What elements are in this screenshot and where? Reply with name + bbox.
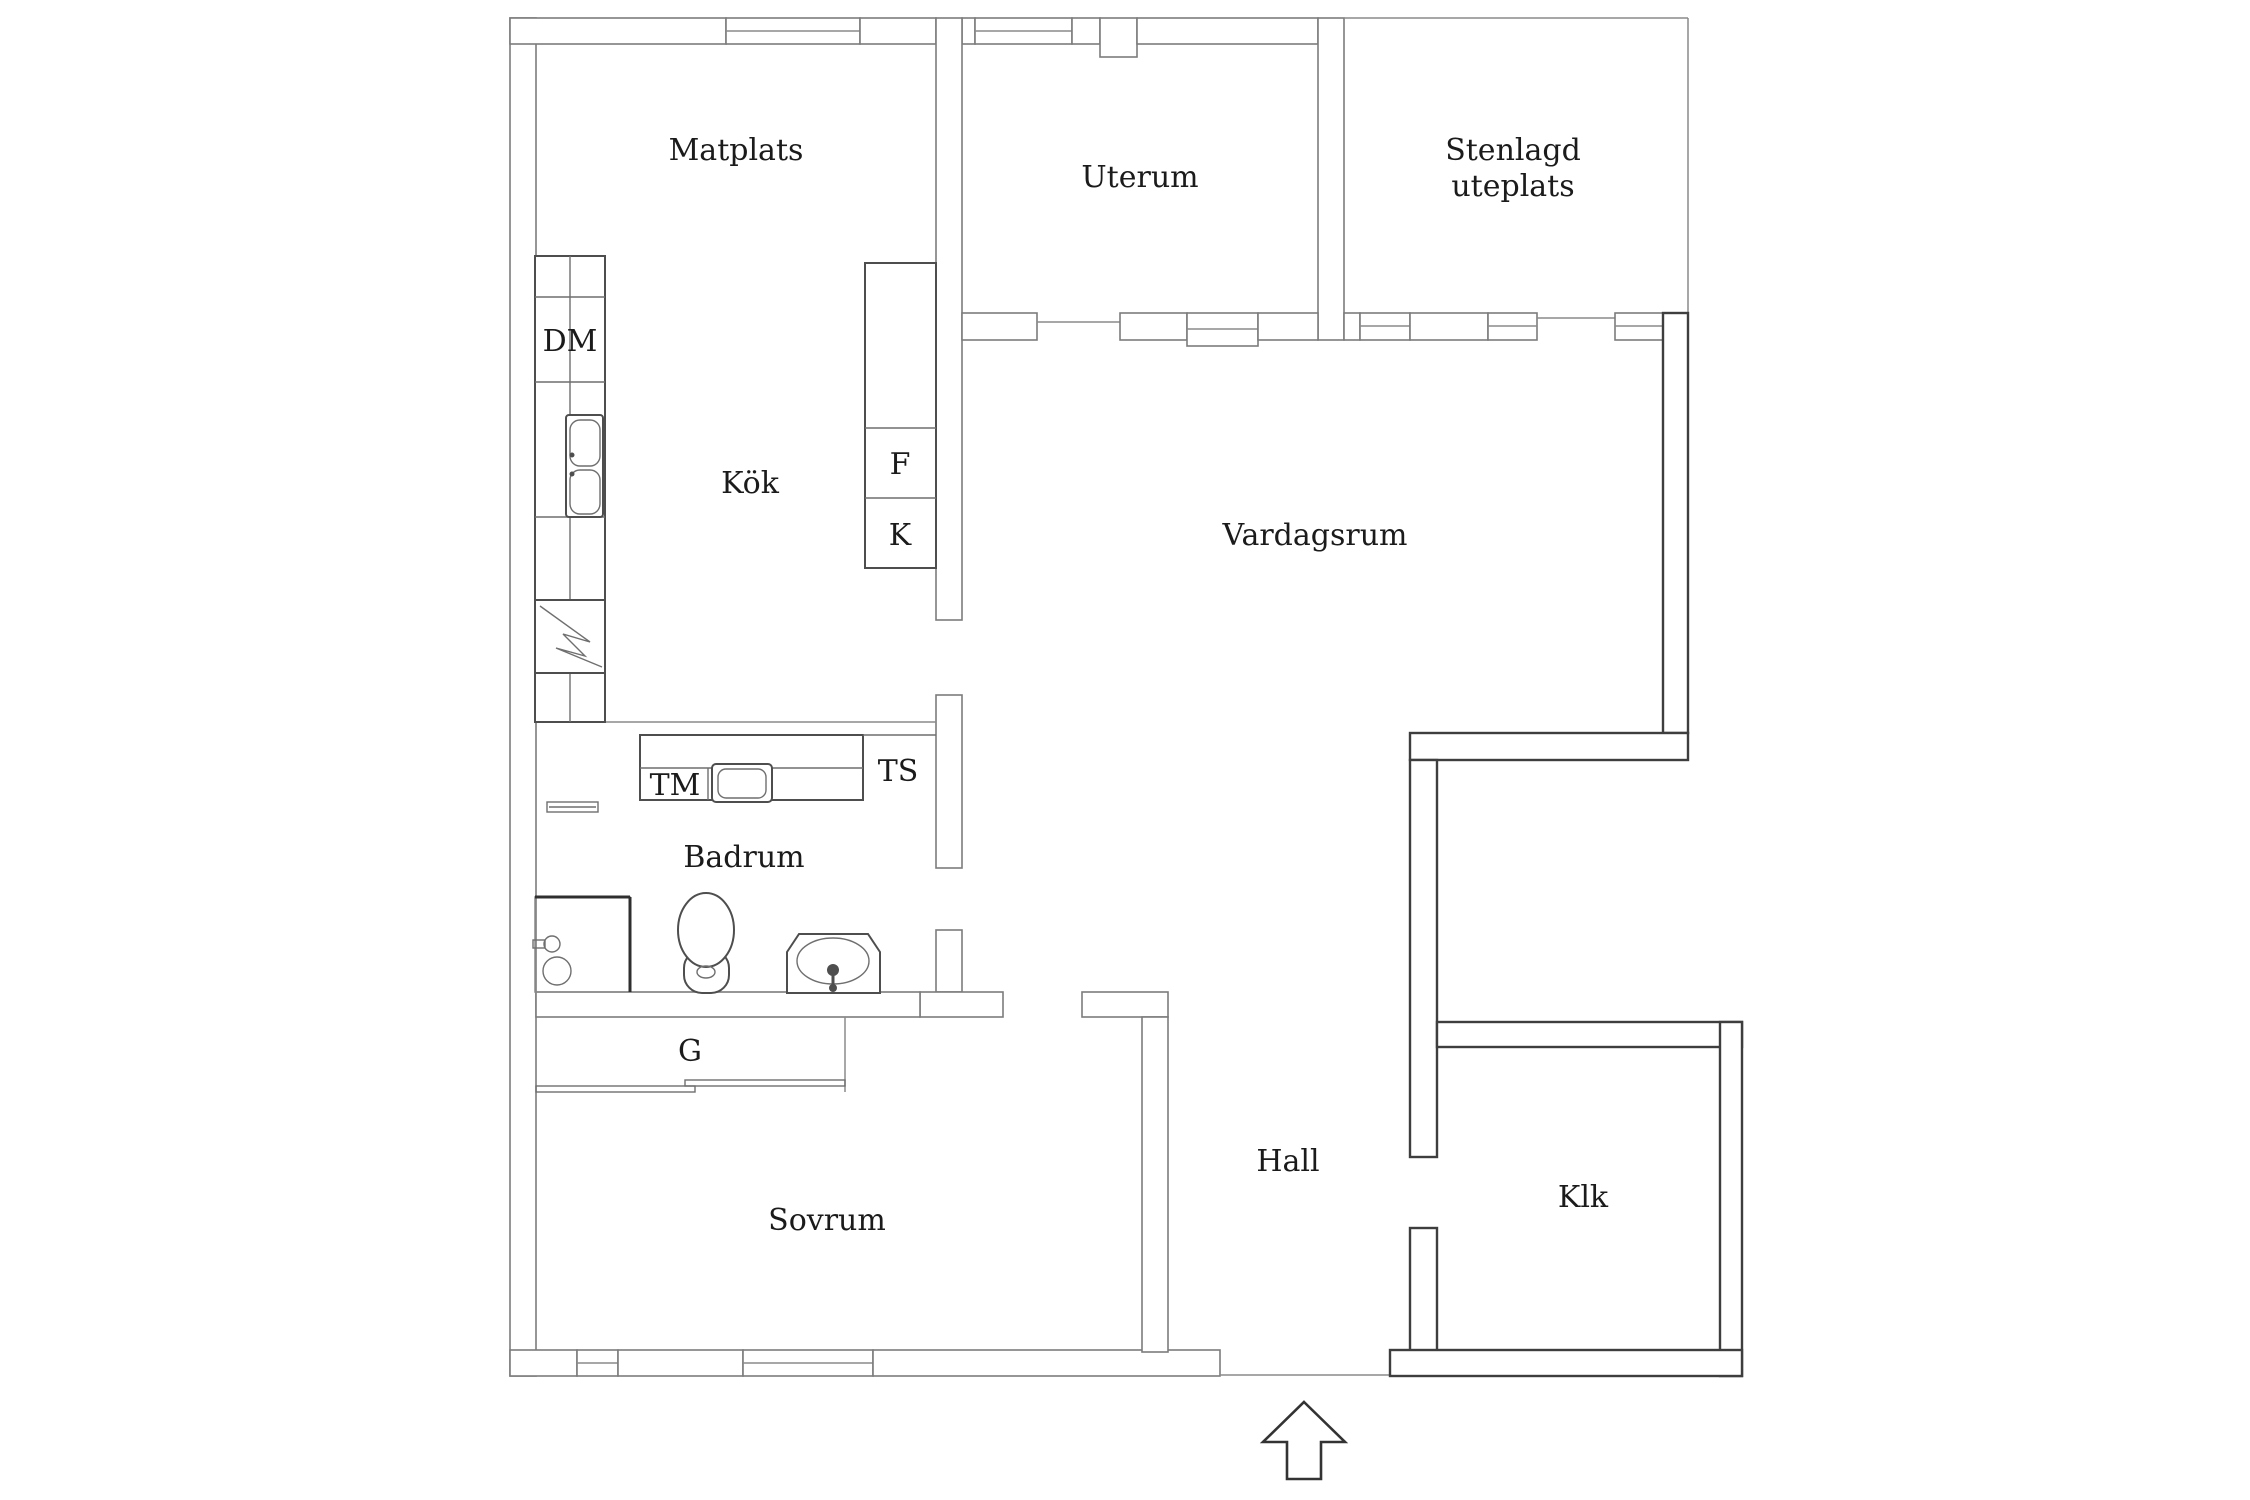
laundry-sink-icon [711,763,773,803]
room-label-uterum: Uterum [1081,160,1198,195]
fixture-labels: DM F K TM TS G [543,324,919,1069]
wall-pillar [1099,17,1138,58]
walls [509,17,1744,1378]
room-labels: Matplats Uterum Stenlagd uteplats Kök Va… [669,133,1609,1238]
toilet-icon [677,892,735,994]
fixture-label-k: K [889,518,912,553]
fixture-label-ts: TS [878,754,919,789]
outer-wall-right-upper [1661,311,1690,735]
room-label-kok: Kök [721,466,780,501]
wall-uterum-east [1317,17,1345,341]
wall-sovrum-hall [1141,1016,1169,1353]
fixture-label-dm: DM [543,324,598,359]
sliding-door-icon [684,1079,846,1087]
kitchen-sink-icon [565,414,604,518]
room-label-hall: Hall [1256,1144,1319,1179]
outer-wall-right-lower [1718,1020,1744,1378]
entrance-arrow-icon [1259,1400,1349,1481]
room-label-matplats: Matplats [669,133,804,168]
room-label-badrum: Badrum [683,840,804,875]
sliding-door-icon [546,801,599,813]
room-label-stenlagd-2: uteplats [1451,169,1574,204]
room-label-stenlagd-1: Stenlagd [1445,133,1581,168]
fixture-label-f: F [890,447,911,482]
room-label-vardagsrum: Vardagsrum [1222,518,1408,553]
wall-uterum-west [935,17,963,621]
fridge-freezer-cabinet [864,262,937,569]
bathroom-fixtures [532,734,936,994]
kitchen-cabinets [534,255,937,723]
fixture-label-tm: TM [650,768,701,803]
fixture-label-g: G [678,1034,702,1069]
washbasin-icon [786,933,881,994]
sliding-door-icon [535,1085,696,1093]
outer-wall-left [509,17,537,1377]
shower-icon [532,895,632,993]
room-label-klk: Klk [1558,1180,1609,1215]
room-label-sovrum: Sovrum [768,1203,886,1238]
